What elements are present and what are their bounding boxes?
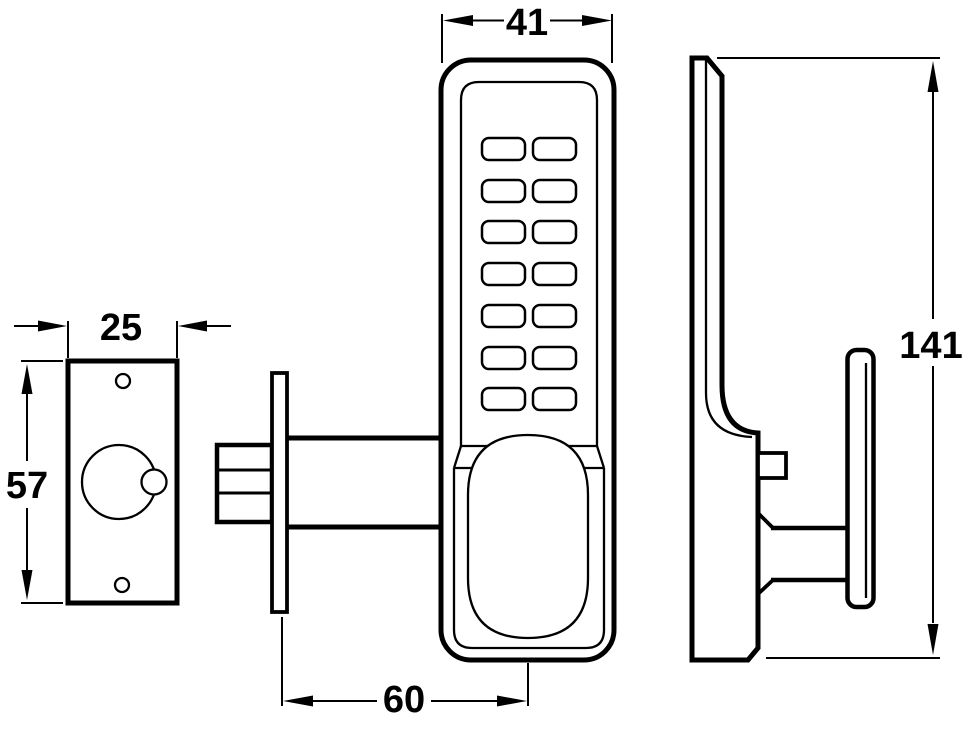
handle-bar-side xyxy=(845,347,876,610)
dim-front-width: 41 xyxy=(441,2,613,63)
screw-hole-top xyxy=(114,372,132,390)
dim-57-arrow-bottom xyxy=(21,570,33,600)
dim-60-arrow-right xyxy=(497,695,527,707)
cover-flare-left xyxy=(452,445,463,469)
keypad-button xyxy=(480,136,527,162)
dim-141-arrow-top xyxy=(927,61,939,92)
dim-141-label: 141 xyxy=(899,325,962,367)
keypad-button xyxy=(531,136,578,162)
dim-strike-plate-width: 25 xyxy=(14,307,231,358)
dim-41-label: 41 xyxy=(506,2,548,44)
dim-41-arrow-right xyxy=(582,15,612,26)
latch-assembly xyxy=(214,371,446,614)
dim-side-height: 141 xyxy=(717,57,963,659)
cover-flare-right xyxy=(595,445,606,469)
keypad-button xyxy=(480,178,527,204)
spindle-stub xyxy=(756,451,788,480)
knob-neck xyxy=(756,511,775,596)
dim-57-arrow-top xyxy=(21,364,33,394)
keypad-button xyxy=(531,219,578,245)
cylinder-hole xyxy=(140,468,168,496)
latch-faceplate-bar xyxy=(270,371,289,614)
lock-body-side xyxy=(689,55,761,663)
keypad-button xyxy=(480,261,527,287)
keypad-button xyxy=(531,261,578,287)
side-body-inner-edge xyxy=(704,60,753,439)
keypad-panel xyxy=(459,80,599,446)
dim-25-label: 25 xyxy=(100,307,142,349)
dim-strike-plate-height: 57 xyxy=(6,360,63,604)
keypad-button xyxy=(531,178,578,204)
screw-hole-bottom xyxy=(113,576,131,594)
keypad-button xyxy=(480,345,527,371)
dim-57-label: 57 xyxy=(6,465,48,507)
dim-backset: 60 xyxy=(281,617,529,721)
keypad-button xyxy=(480,219,527,245)
side-view xyxy=(689,55,876,663)
keypad-button xyxy=(480,386,527,412)
dim-60-label: 60 xyxy=(383,679,425,721)
front-view xyxy=(438,57,617,663)
dim-41-arrow-left xyxy=(443,15,473,26)
latch-bolt xyxy=(214,442,275,525)
strike-plate-view xyxy=(65,358,180,606)
keypad-button xyxy=(480,303,527,329)
knob-recess xyxy=(452,468,606,650)
keypad-button xyxy=(531,303,578,329)
keypad-buttons xyxy=(480,136,578,412)
dim-25-arrow-right xyxy=(178,320,207,332)
dim-141-arrow-bottom xyxy=(927,624,939,655)
keypad-button xyxy=(531,345,578,371)
dim-60-arrow-left xyxy=(283,695,313,707)
keypad-button xyxy=(531,386,578,412)
thumbturn-capsule xyxy=(466,433,590,640)
dim-25-arrow-left xyxy=(38,320,67,332)
